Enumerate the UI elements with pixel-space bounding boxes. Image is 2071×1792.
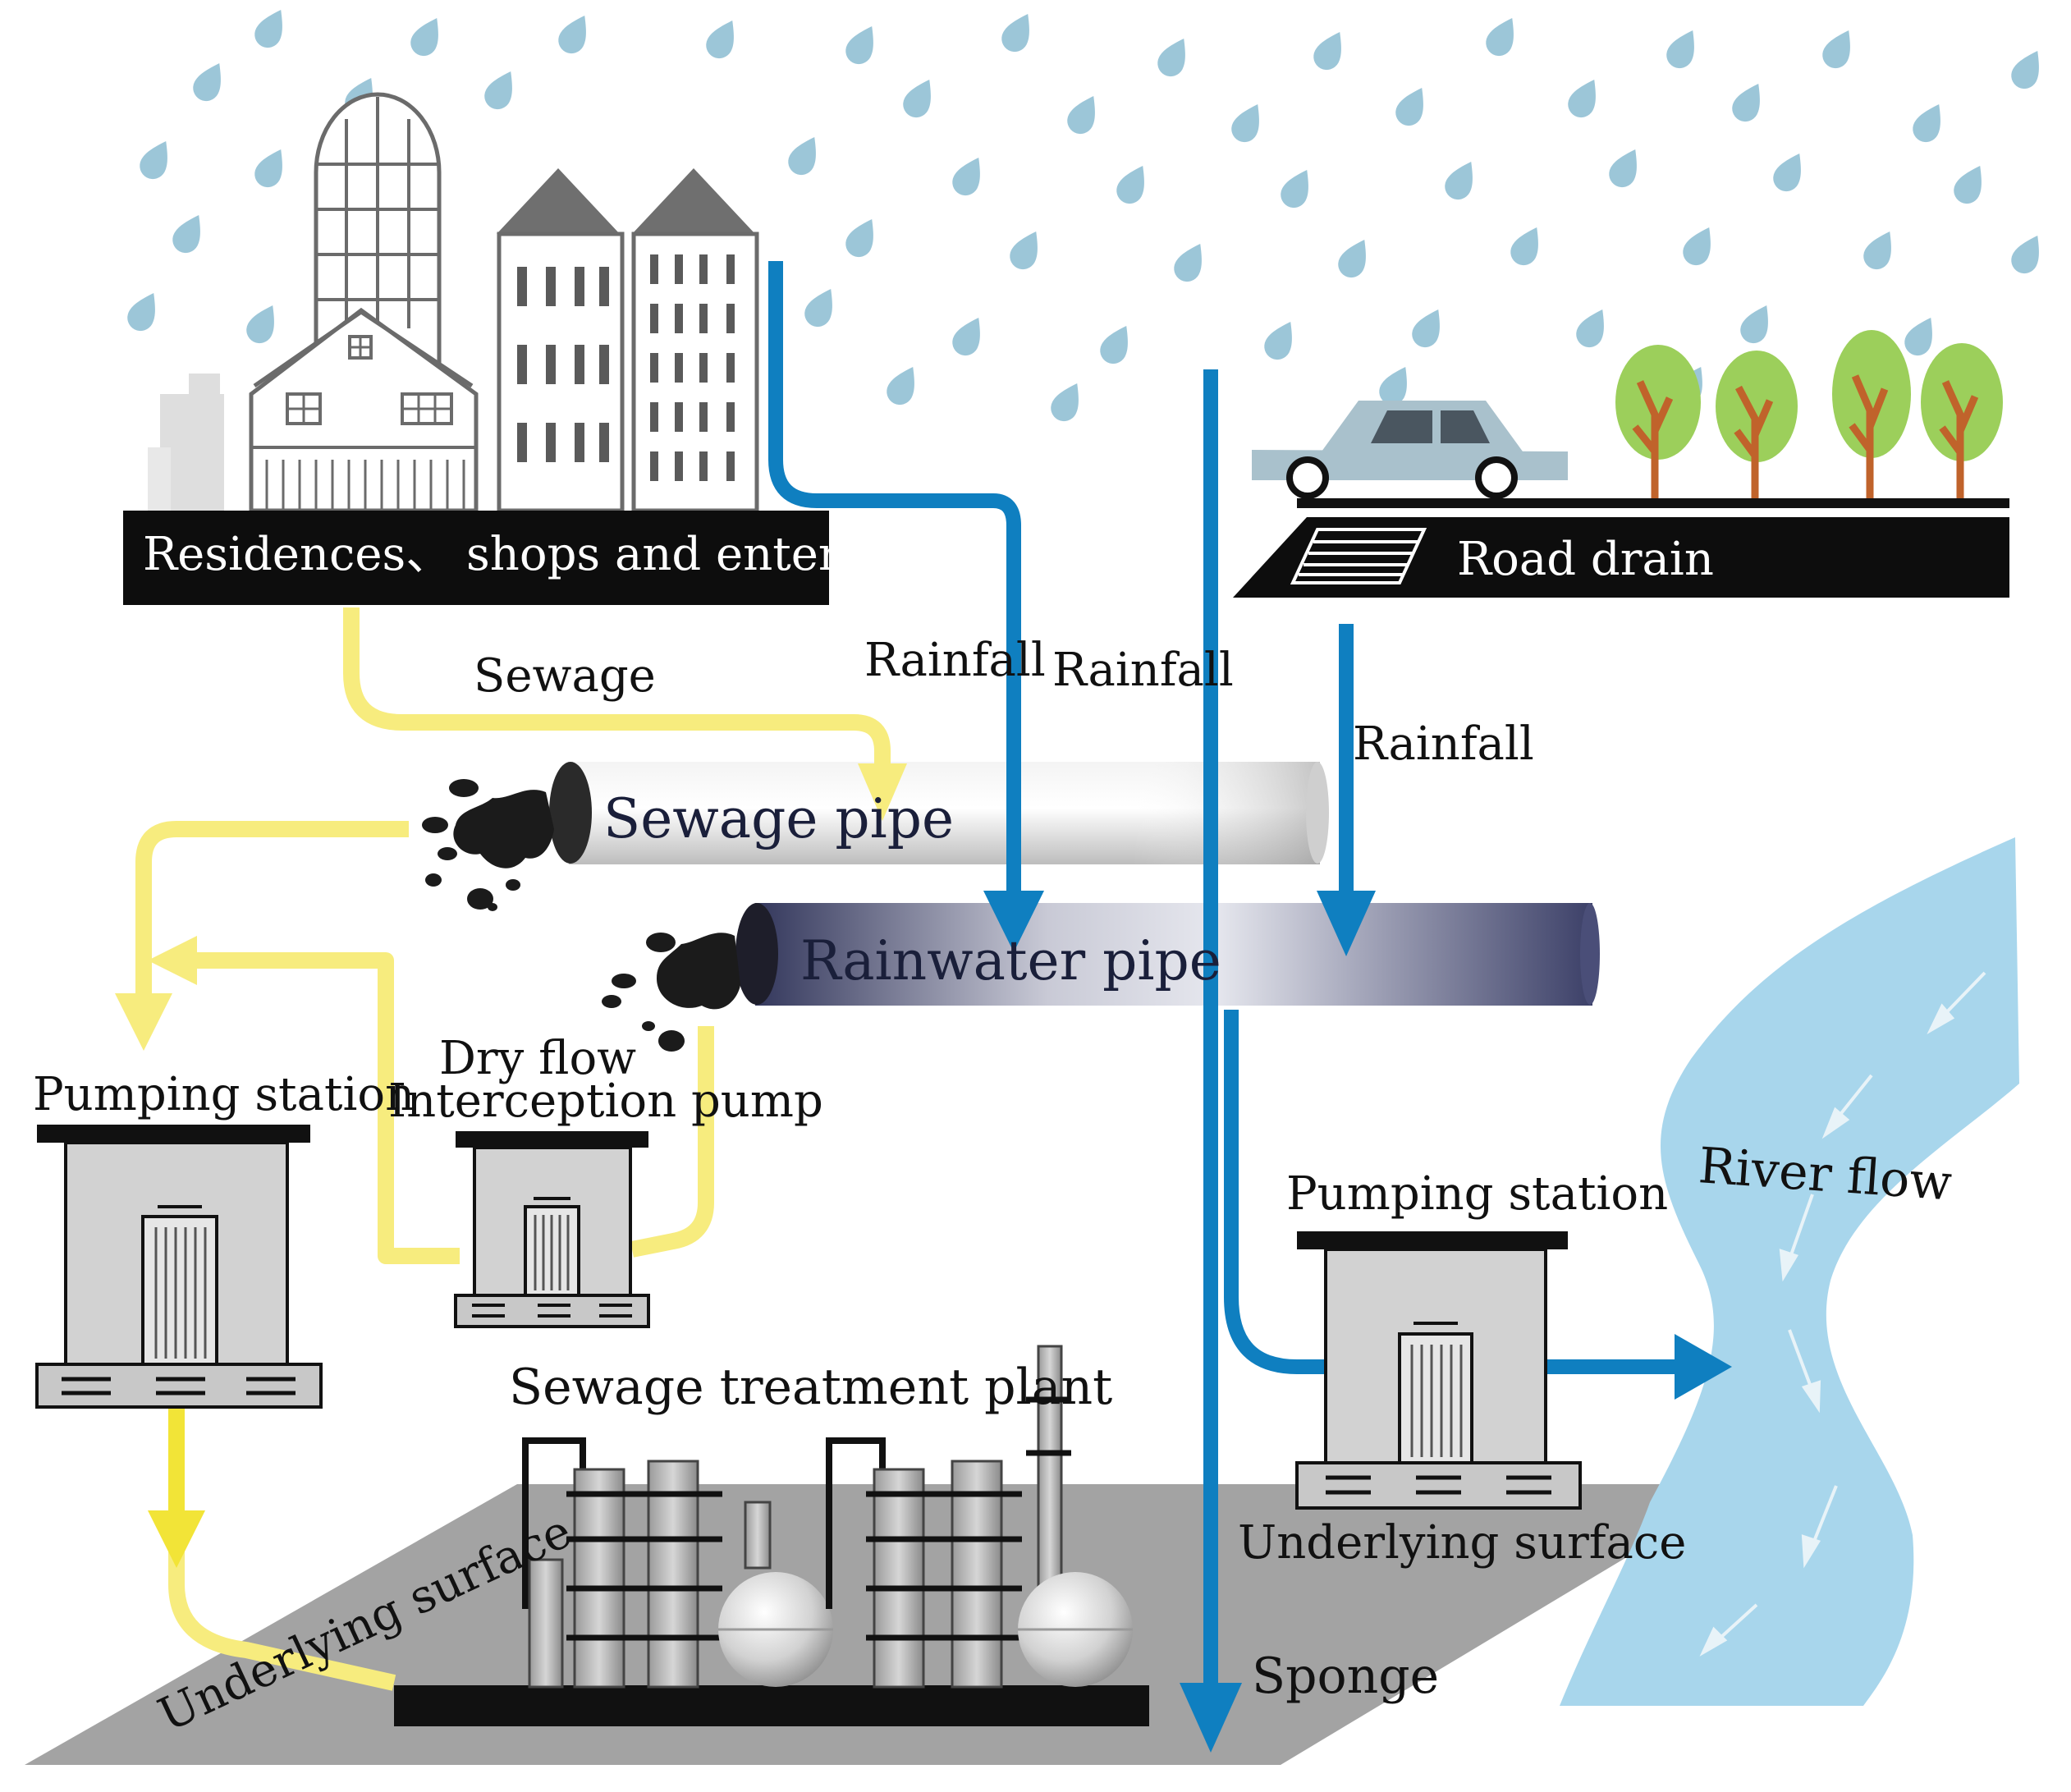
rain-drop-icon <box>947 151 991 200</box>
rain-drop-icon <box>1095 319 1139 369</box>
interception-pump-station-icon <box>454 1131 650 1328</box>
sewage-flow-lines <box>135 607 891 1691</box>
interception-pump-label: Interception pump <box>388 1075 823 1128</box>
car-icon <box>1252 401 1568 499</box>
sewage-flow-arrowheads <box>115 763 907 1051</box>
building-icon <box>148 92 759 513</box>
rainfall-label-3: Rainfall <box>1353 717 1534 771</box>
rain-drop-icon <box>1735 299 1779 348</box>
rain-drop-icon <box>250 3 293 53</box>
rain-drop-icon <box>1949 159 1992 209</box>
rain-drop-icon <box>405 11 449 61</box>
river <box>1560 837 2019 1706</box>
rain-drop-icon <box>1563 73 1606 122</box>
underlying-surface-right-label: Underlying surface <box>1238 1516 1686 1570</box>
rainwater-pipe <box>735 903 1600 1006</box>
rain-drop-icon <box>1308 25 1352 75</box>
rain-flow-arrowheads <box>983 891 1732 1753</box>
rain-drop-icon <box>1407 303 1450 352</box>
sludge-icon <box>422 779 740 1052</box>
rain-drop-icon <box>1391 81 1434 131</box>
rain-drop-icon <box>1481 11 1524 61</box>
rain-drop-icon <box>135 135 178 184</box>
rain-drop-icon <box>1727 77 1771 126</box>
sewage-plant-icon <box>394 1345 1149 1726</box>
rain-drop-icon <box>1440 155 1483 204</box>
sewage-arrow-strong-shaft <box>168 1408 185 1515</box>
rain-drop-icon <box>1505 221 1549 270</box>
rain-drop-icon <box>1908 98 1951 147</box>
rain-flow-lines <box>768 261 1683 1699</box>
rain-drop-icon <box>841 213 884 262</box>
rain-drop-icon <box>783 131 827 180</box>
sewage-pipe-label: Sewage pipe <box>603 787 954 850</box>
rain-drop-icon <box>2006 229 2050 278</box>
rain-drop-icon <box>188 57 231 106</box>
dry-flow-label: Dry flow <box>439 1032 636 1085</box>
rain-drop-icon <box>1899 311 1943 360</box>
pumping-station-icon <box>35 1125 323 1409</box>
rain-drop-icon <box>1678 221 1721 270</box>
rainfall-label-1: Rainfall <box>864 634 1046 687</box>
road-drain-grate-icon <box>1290 528 1427 584</box>
rain-drop-icon <box>1333 233 1377 282</box>
rain-drop-icon <box>800 282 843 332</box>
rain-drop-icon <box>947 311 991 360</box>
rain-drop-icon <box>1571 303 1615 352</box>
rain-drop-icon <box>1152 32 1196 81</box>
rain-drop-icon <box>1226 98 1270 147</box>
road-surface <box>1297 498 2009 508</box>
rain-drop-icon <box>1858 225 1902 274</box>
pumping-station-icon <box>1295 1231 1582 1510</box>
sewage-arrow-strong <box>148 1510 205 1568</box>
rain-drop-icon <box>1817 24 1861 73</box>
rain-drop-icon <box>997 7 1040 57</box>
pumping-station-right-label: Pumping station <box>1286 1167 1668 1221</box>
rain-drop-icon <box>479 65 523 114</box>
sewage-pipe <box>549 762 1329 864</box>
rain-drop-icon <box>1005 225 1048 274</box>
rain-drop-icon <box>167 209 211 258</box>
sewage-label: Sewage <box>474 649 656 703</box>
river-flow-arrows <box>1699 971 1986 1657</box>
rain-drop-icon <box>2006 44 2050 94</box>
rain-drop-icon <box>1259 315 1303 364</box>
tree-icon <box>1615 330 2003 501</box>
rain-drop-icon <box>250 143 293 192</box>
pumping-station-left-label: Pumping station <box>33 1068 415 1121</box>
sewage-treatment-plant-label: Sewage treatment plant <box>509 1359 1112 1416</box>
rain-drop-icon <box>553 9 597 58</box>
rain-drop-icon <box>882 360 925 410</box>
rain-drop-icon <box>1276 163 1319 213</box>
road-drain-label-bar <box>1233 517 2009 598</box>
rain-drop-icon <box>241 299 285 348</box>
rain-drop-icon <box>122 286 166 336</box>
rain-drop-icon <box>701 14 745 63</box>
sponge-label: Sponge <box>1252 1648 1439 1705</box>
rain-drop-icon <box>898 73 942 122</box>
residences-label: Residences、 shops and enterprises <box>143 528 981 581</box>
rainfall-label-2: Rainfall <box>1052 644 1234 697</box>
rain-drop-icon <box>1046 377 1089 426</box>
rain-drop-icon <box>1111 159 1155 209</box>
rain-drop-icon <box>841 20 884 69</box>
rain-drop-icon <box>1661 24 1705 73</box>
residences-label-bar <box>123 511 829 605</box>
rain-drop-icon <box>1062 89 1106 139</box>
rain-drop-icon <box>1169 237 1212 286</box>
road-drain-label: Road drain <box>1457 533 1714 586</box>
rainwater-pipe-label: Rainwater pipe <box>800 929 1221 992</box>
rain-drop-icon <box>1604 143 1647 192</box>
rain-drop-icon <box>1768 147 1812 196</box>
